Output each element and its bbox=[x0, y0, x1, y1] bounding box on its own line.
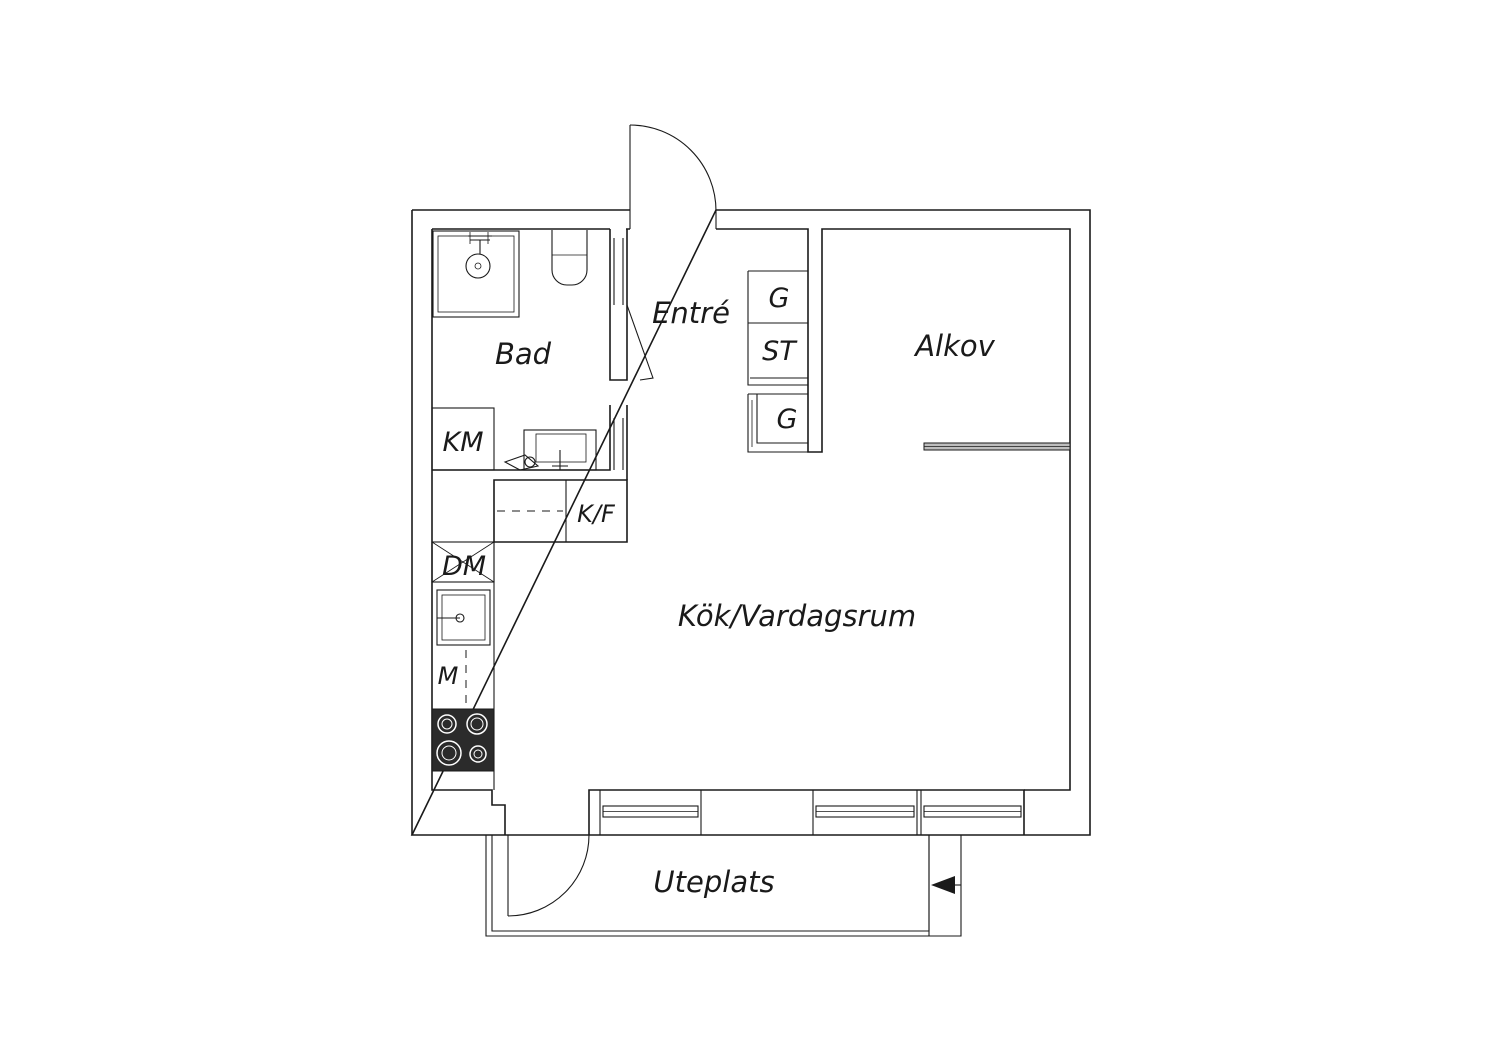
g-top-label: G bbox=[769, 283, 790, 314]
room-label-bad: Bad bbox=[495, 337, 552, 371]
room-label-uteplats: Uteplats bbox=[653, 865, 774, 899]
toilet bbox=[551, 230, 588, 286]
st-label: ST bbox=[762, 336, 798, 367]
km-label: KM bbox=[442, 427, 483, 458]
room-label-alkov: Alkov bbox=[913, 329, 995, 363]
windows bbox=[599, 790, 1022, 835]
kf-label: K/F bbox=[577, 500, 616, 528]
g-bottom-label: G bbox=[777, 404, 798, 435]
dm-label: DM bbox=[442, 551, 486, 582]
entrance-arrow-icon bbox=[931, 876, 961, 894]
fridge-freezer bbox=[493, 479, 628, 543]
stove bbox=[431, 708, 495, 772]
washing-machine bbox=[431, 407, 495, 471]
entrance-door bbox=[629, 124, 717, 229]
room-label-entre: Entré bbox=[652, 296, 730, 330]
washbasin bbox=[503, 429, 597, 471]
hall-wardrobes bbox=[747, 270, 808, 453]
shower bbox=[432, 230, 520, 318]
outer-walls bbox=[410, 209, 1091, 836]
alcove-divider bbox=[923, 442, 1071, 451]
room-label-kok-vardagsrum: Kök/Vardagsrum bbox=[678, 599, 916, 633]
m-label: M bbox=[438, 662, 459, 690]
